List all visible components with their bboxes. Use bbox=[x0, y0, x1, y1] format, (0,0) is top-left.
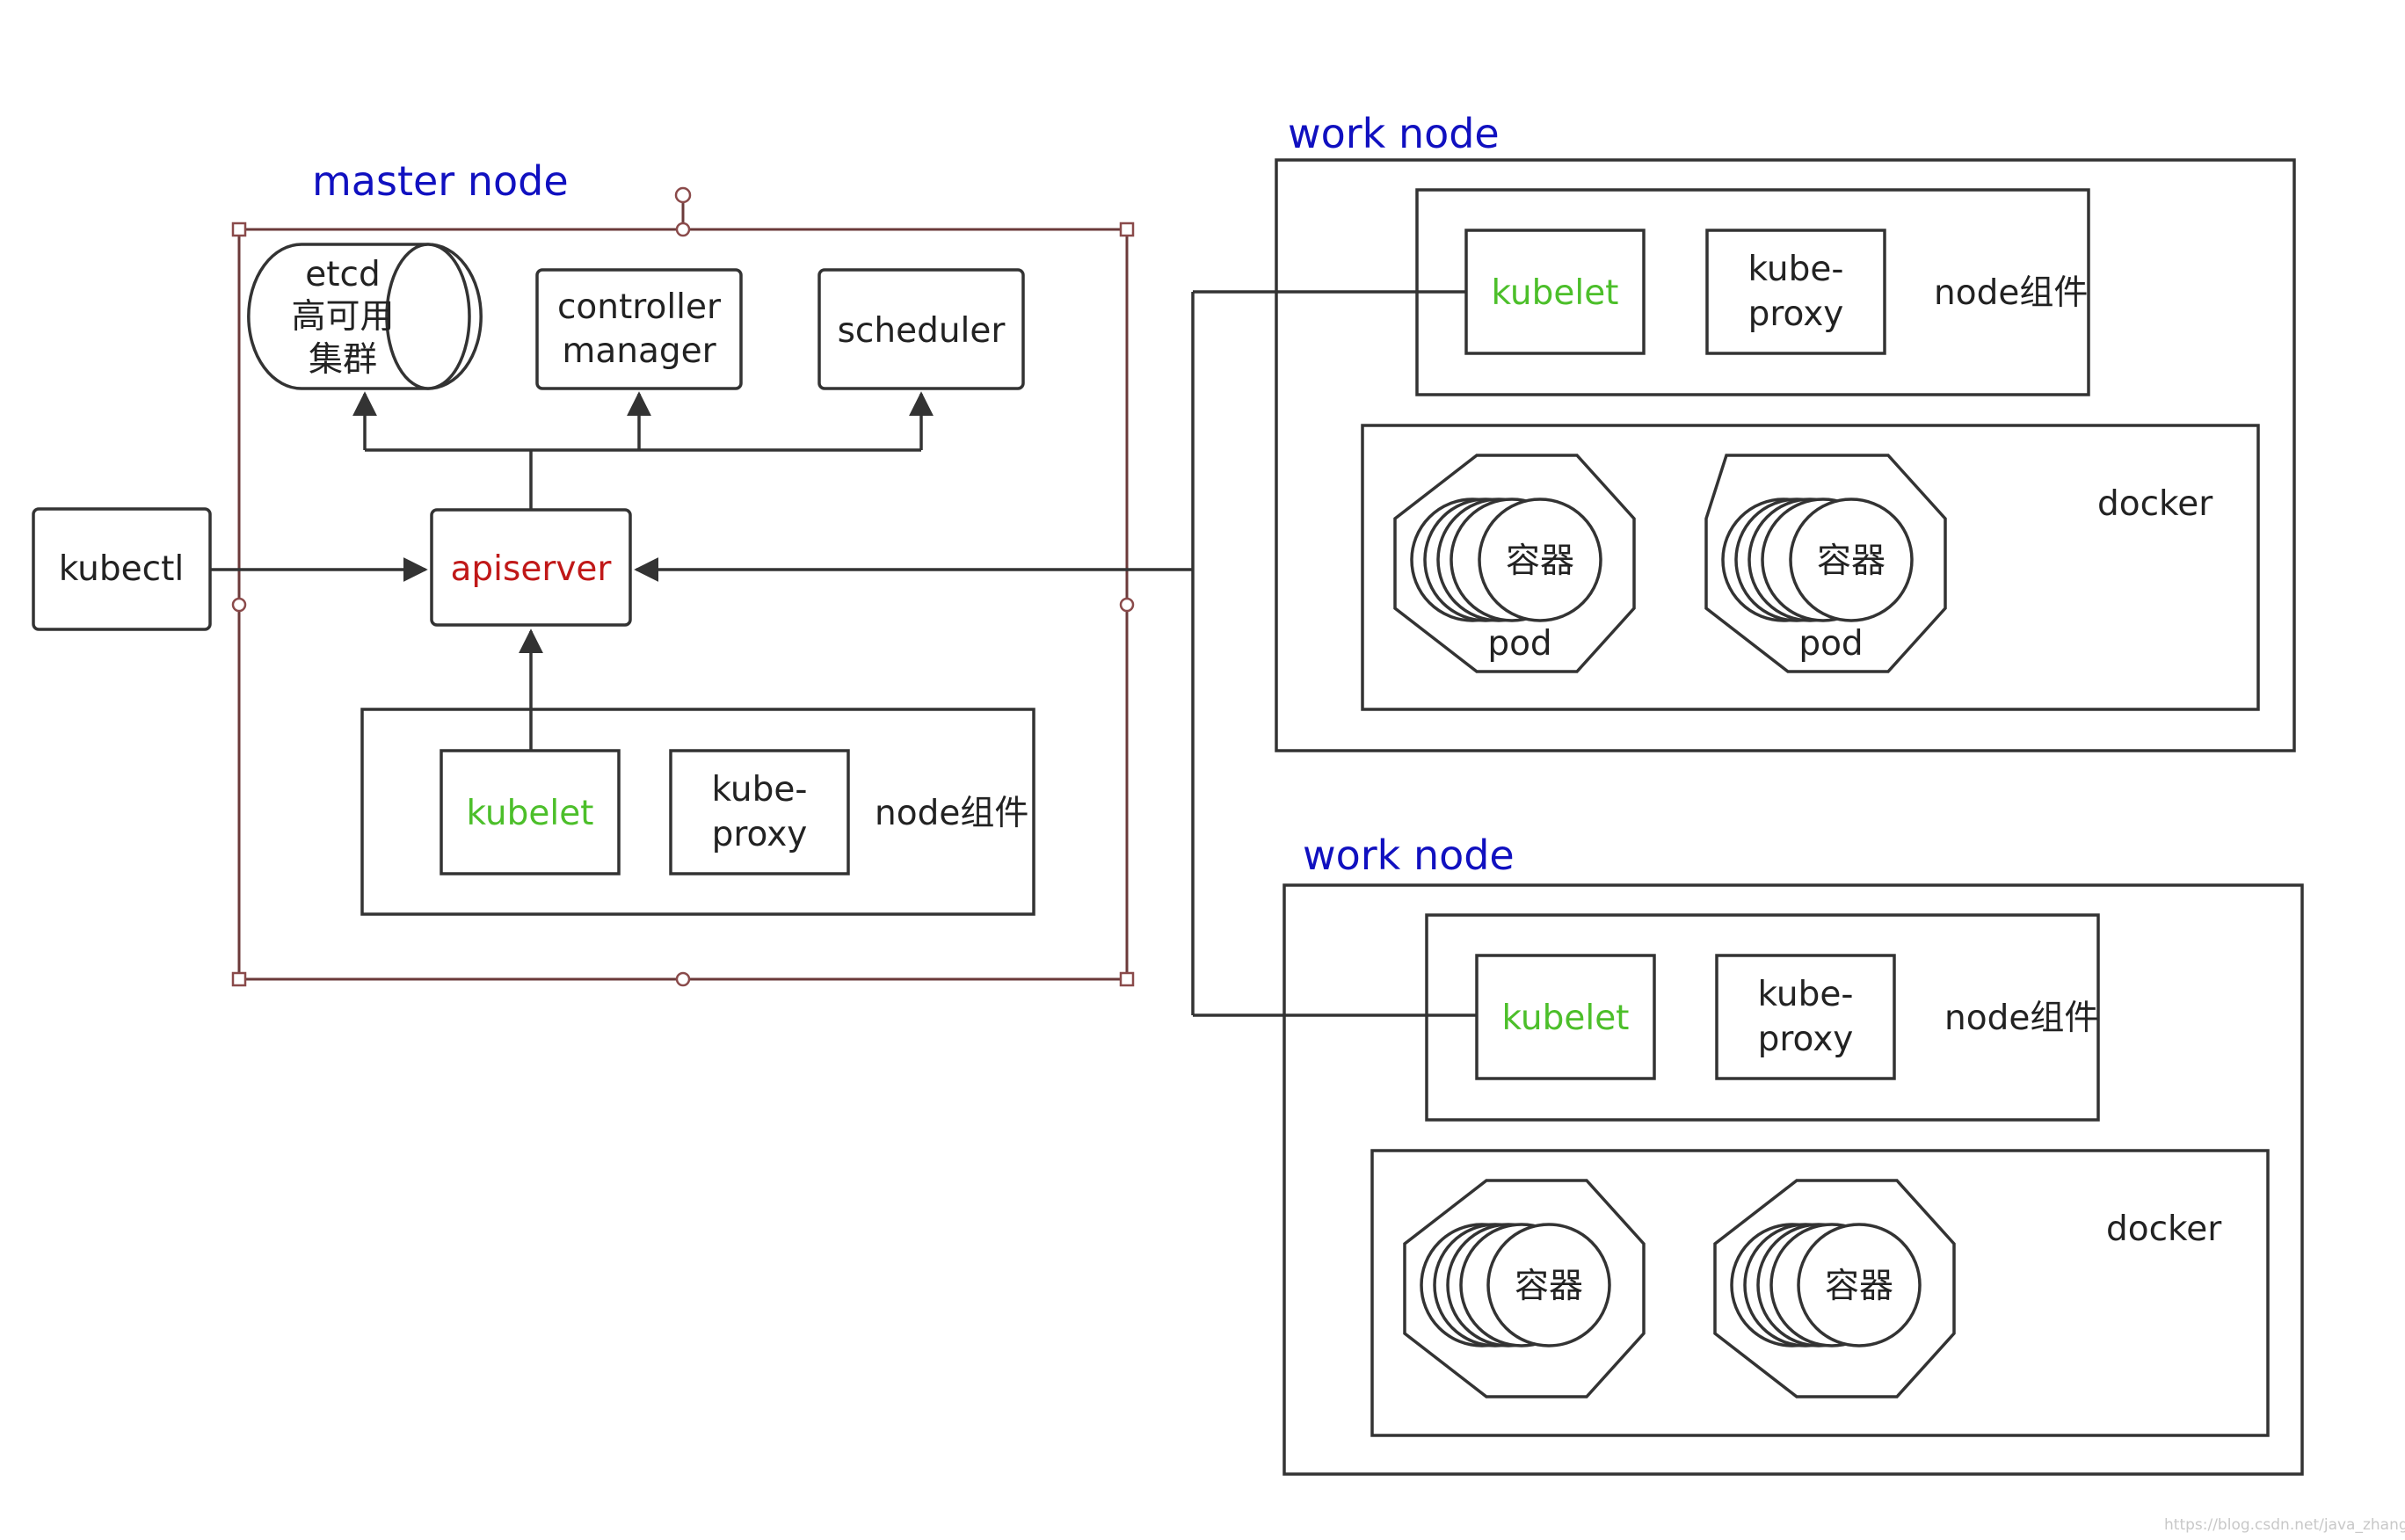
etcd-label: 高可用 bbox=[291, 297, 394, 337]
etcd-cluster[interactable]: etcd 高可用 集群 bbox=[247, 243, 483, 390]
apiserver-box[interactable]: apiserver bbox=[430, 508, 632, 627]
docker-label: docker bbox=[2097, 484, 2213, 524]
work-node-2-kube-proxy-box[interactable]: kube- proxy bbox=[1715, 954, 1896, 1080]
master-node-title: master node bbox=[312, 157, 569, 205]
resize-handle[interactable] bbox=[1119, 971, 1135, 987]
container-icon bbox=[1478, 498, 1602, 622]
kube-proxy-label: kube- bbox=[1748, 250, 1844, 289]
work-node-1-container bbox=[1275, 158, 2296, 752]
resize-handle[interactable] bbox=[675, 971, 691, 987]
master-node-components-container bbox=[360, 708, 1035, 916]
pod[interactable]: 容器 pod bbox=[1704, 454, 1947, 673]
pod-label: pod bbox=[1798, 624, 1863, 664]
work-node-title: work node bbox=[1303, 832, 1515, 879]
kube-proxy-label: proxy bbox=[1758, 1020, 1854, 1059]
container-icon bbox=[1797, 1223, 1922, 1348]
container-icon bbox=[1486, 1223, 1611, 1348]
kubelet-label: kubelet bbox=[1492, 273, 1619, 313]
controller-manager-label: controller bbox=[557, 287, 722, 327]
container-label: 容器 bbox=[1506, 541, 1574, 581]
apiserver-to-components-connector bbox=[352, 391, 934, 510]
container-label: 容器 bbox=[1825, 1267, 1893, 1306]
apiserver-label: apiserver bbox=[451, 549, 613, 589]
container-icon bbox=[1789, 498, 1914, 622]
resize-handle[interactable] bbox=[231, 222, 247, 237]
kubectl-label: kubectl bbox=[59, 549, 184, 589]
scheduler-label: scheduler bbox=[838, 311, 1006, 351]
kube-proxy-label: kube- bbox=[712, 770, 808, 810]
pod[interactable]: 容器 bbox=[1403, 1179, 1646, 1398]
resize-handle[interactable] bbox=[675, 222, 691, 237]
kube-proxy-label: proxy bbox=[1748, 294, 1844, 334]
container-label: 容器 bbox=[1515, 1267, 1583, 1306]
node-component-label: node组件 bbox=[1944, 999, 2098, 1038]
work-node-1-kubelet-box[interactable]: kubelet bbox=[1464, 229, 1646, 355]
resize-handle[interactable] bbox=[231, 597, 247, 613]
work-node-1-kube-proxy-box[interactable]: kube- proxy bbox=[1705, 229, 1886, 355]
scheduler-box[interactable]: scheduler bbox=[817, 268, 1025, 390]
pod[interactable]: 容器 bbox=[1713, 1179, 1956, 1398]
pod[interactable]: 容器 pod bbox=[1393, 454, 1636, 673]
work-node-title: work node bbox=[1288, 110, 1500, 157]
work-node-1-docker-container bbox=[1361, 424, 2260, 711]
controller-manager-box[interactable]: controller manager bbox=[535, 268, 743, 390]
work-node-2-kubelet-box[interactable]: kubelet bbox=[1475, 954, 1656, 1080]
pod-label: pod bbox=[1487, 624, 1551, 664]
node-component-label: node组件 bbox=[875, 794, 1028, 833]
watermark: https://blog.csdn.net/java_zhangshuai bbox=[2164, 1516, 2405, 1534]
etcd-label: etcd bbox=[305, 255, 380, 294]
work-node-1-components-container bbox=[1415, 188, 2090, 396]
controller-manager-label: manager bbox=[562, 331, 716, 371]
container-label: 容器 bbox=[1817, 541, 1885, 581]
resize-handle[interactable] bbox=[1119, 597, 1135, 613]
work-nodes-to-apiserver-connector bbox=[634, 290, 1477, 1017]
work-node-2-docker-container bbox=[1370, 1149, 2270, 1437]
kube-proxy-label: proxy bbox=[712, 815, 808, 854]
resize-handle[interactable] bbox=[1119, 222, 1135, 237]
work-node-2-container bbox=[1282, 883, 2304, 1476]
node-component-label: node组件 bbox=[1934, 273, 2088, 313]
kubelet-label: kubelet bbox=[467, 794, 594, 833]
master-kube-proxy-box[interactable]: kube- proxy bbox=[669, 749, 850, 875]
docker-label: docker bbox=[2106, 1209, 2222, 1249]
resize-handle[interactable] bbox=[231, 971, 247, 987]
kubelet-label: kubelet bbox=[1502, 999, 1630, 1038]
kubectl-box[interactable]: kubectl bbox=[32, 507, 212, 631]
kube-proxy-label: kube- bbox=[1758, 975, 1854, 1014]
master-kubelet-box[interactable]: kubelet bbox=[440, 749, 621, 875]
master-node-container bbox=[231, 186, 1135, 987]
etcd-label: 集群 bbox=[309, 340, 377, 380]
work-node-2-components-container bbox=[1425, 913, 2100, 1122]
rotation-handle[interactable] bbox=[674, 186, 692, 204]
